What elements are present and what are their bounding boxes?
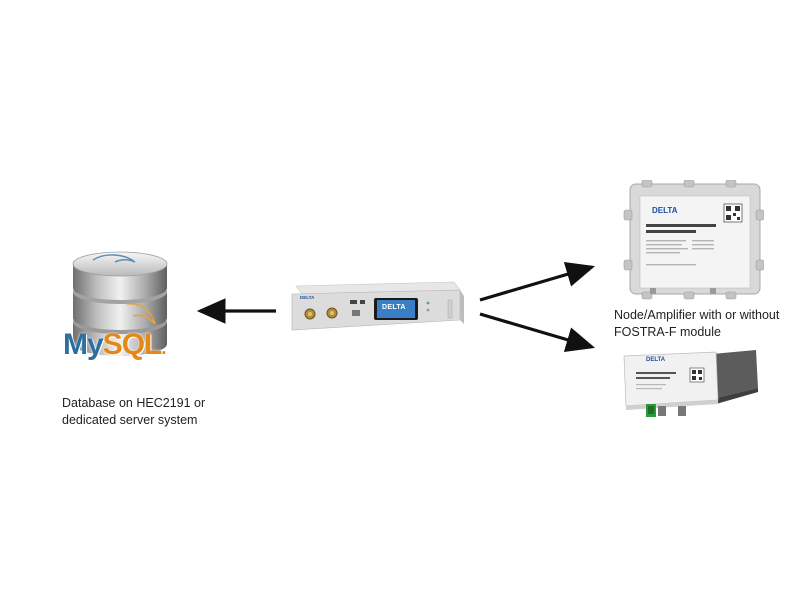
node-caption-line-2: FOSTRA-F module <box>614 325 721 339</box>
headend-display-label: DELTA <box>382 304 406 311</box>
fostra-module-device: DELTA <box>620 348 760 420</box>
arrow-to-module <box>479 312 596 353</box>
database-icon: MySQL. <box>55 244 185 369</box>
headend-badge: DELTA <box>300 295 315 300</box>
node-amplifier-device: DELTA <box>622 179 765 300</box>
mysql-logo-sql: SQL <box>102 328 163 361</box>
node-caption: Node/Amplifier with or without FOSTRA-F … <box>614 307 779 341</box>
mysql-logo: MySQL. <box>63 328 166 363</box>
mysql-logo-my: My <box>63 328 104 361</box>
node-caption-line-1: Node/Amplifier with or without <box>614 308 780 322</box>
node-brand-label: DELTA <box>652 206 678 215</box>
database-caption-line-1: Database on HEC2191 or <box>62 396 206 410</box>
arrow-to-node <box>479 261 596 302</box>
module-brand-label: DELTA <box>646 357 666 363</box>
database-caption: Database on HEC2191 or dedicated server … <box>62 395 205 429</box>
database-caption-line-2: dedicated server system <box>62 413 198 427</box>
mysql-logo-dot: . <box>161 338 166 358</box>
headend-device: DELTA DELTA <box>288 280 464 336</box>
